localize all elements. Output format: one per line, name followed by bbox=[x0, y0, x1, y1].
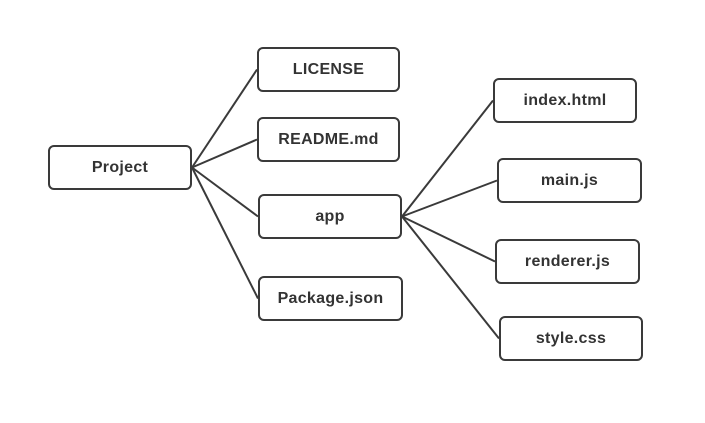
node-renderer: renderer.js bbox=[495, 239, 640, 284]
edge-app-main bbox=[401, 179, 498, 218]
edge-project-license bbox=[191, 68, 258, 169]
node-project: Project bbox=[48, 145, 192, 190]
node-main: main.js bbox=[497, 158, 642, 203]
node-package: Package.json bbox=[258, 276, 403, 321]
node-readme: README.md bbox=[257, 117, 400, 162]
edge-project-package bbox=[191, 167, 259, 299]
node-index: index.html bbox=[493, 78, 637, 123]
edge-app-renderer bbox=[401, 215, 496, 263]
node-style: style.css bbox=[499, 316, 643, 361]
node-license: LICENSE bbox=[257, 47, 400, 92]
node-app: app bbox=[258, 194, 402, 239]
edge-project-readme bbox=[191, 138, 258, 169]
edge-app-style bbox=[401, 215, 500, 340]
edge-app-index bbox=[401, 99, 494, 218]
edge-project-app bbox=[191, 166, 259, 218]
